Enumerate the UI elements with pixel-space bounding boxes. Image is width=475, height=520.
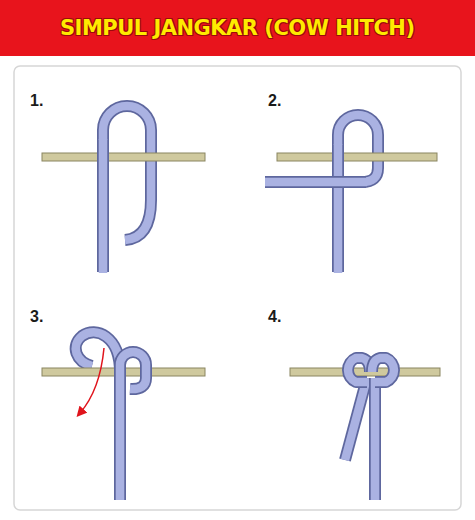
step-number: 2. (268, 92, 281, 110)
step-number: 3. (30, 308, 43, 326)
title-banner (0, 0, 475, 56)
step-4-figure (290, 358, 440, 500)
step-2-figure (265, 115, 437, 273)
step-1-figure (42, 106, 205, 273)
step-number: 1. (30, 92, 43, 110)
step-number: 4. (268, 308, 281, 326)
title: SIMPUL JANGKAR (COW HITCH) (60, 16, 415, 40)
panel-frame (14, 66, 461, 510)
direction-arrow (80, 348, 104, 413)
step-3-figure (42, 332, 205, 500)
